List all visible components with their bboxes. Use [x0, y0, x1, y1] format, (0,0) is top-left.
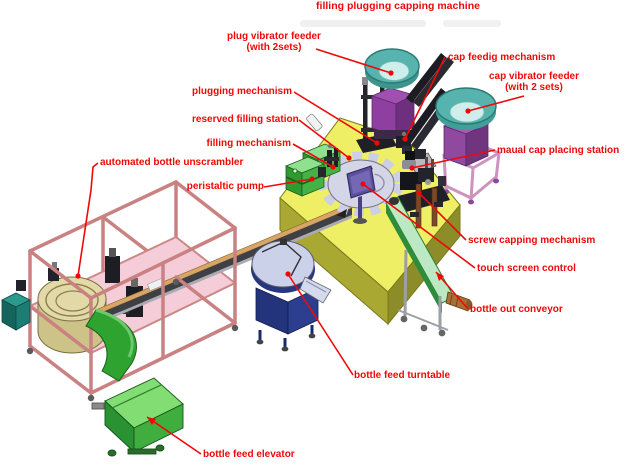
- label-touch-screen-control: touch screen control: [477, 263, 576, 274]
- label-plug-vibrator-feeder-line2: (with 2sets): [246, 42, 302, 53]
- elevator-chute: [85, 308, 137, 382]
- label-filling-mechanism: filling mechanism: [206, 138, 291, 149]
- label-cap-feeding-mechanism: cap feedig mechanism: [448, 52, 556, 63]
- diagram-title: filling plugging capping machine: [316, 0, 480, 12]
- label-plug-vibrator-feeder: plug vibrator feeder (with 2sets): [222, 31, 326, 53]
- label-bottle-feed-turntable: bottle feed turntable: [354, 370, 451, 381]
- label-bottle-feed-elevator: bottle feed elevator: [203, 449, 295, 460]
- bottle-feed-elevator: [91, 377, 184, 457]
- filling-stations: [306, 113, 339, 177]
- label-automated-bottle-unscrambler: automated bottle unscrambler: [100, 157, 244, 168]
- touch-screen: [346, 165, 376, 224]
- label-cap-vibrator-feeder-line2: (with 2 sets): [505, 82, 563, 93]
- annotation-lines: [77, 48, 525, 455]
- bottle-feed-turntable: [251, 239, 332, 352]
- label-reserved-filling-station: reserved filling station: [192, 114, 299, 125]
- label-bottle-out-conveyor: bottle out conveyor: [470, 304, 563, 315]
- label-peristaltic-pump: peristaltic pump: [186, 181, 264, 192]
- label-plug-vibrator-feeder-line1: plug vibrator feeder: [227, 31, 321, 42]
- control-box: [1, 292, 31, 331]
- label-cap-vibrator-feeder-line1: cap vibrator feeder: [488, 71, 580, 82]
- bottle-out-conveyor: [385, 196, 473, 337]
- watermark: [300, 20, 501, 27]
- label-plugging-mechanism: plugging mechanism: [191, 86, 292, 97]
- annotation-dots: [75, 70, 471, 425]
- label-screw-capping-mechanism: screw capping mechanism: [468, 235, 596, 246]
- label-manual-cap-placing-station: maual cap placing station: [497, 145, 620, 156]
- label-cap-vibrator-feeder: cap vibrator feeder (with 2 sets): [486, 71, 582, 93]
- unscrambler-bowl: [16, 262, 107, 354]
- cap-vibrator-feeder: [435, 87, 503, 205]
- bottle-unscrambler-frame-front: [28, 226, 237, 395]
- frame-casters: [26, 278, 239, 402]
